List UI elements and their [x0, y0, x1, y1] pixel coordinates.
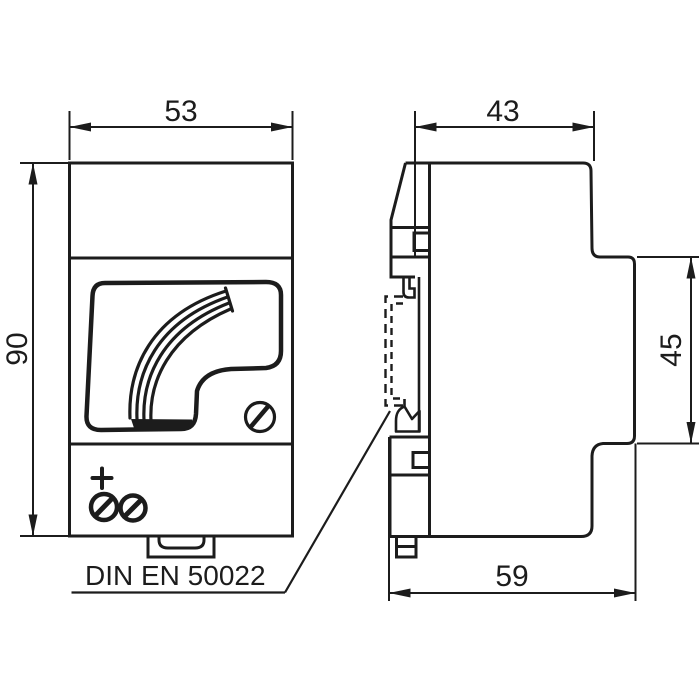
terminal-screw-left-slot — [93, 495, 115, 518]
front-view — [68, 161, 294, 559]
scale-arc-line-4 — [149, 307, 233, 423]
dim90-value: 90 — [1, 332, 34, 365]
front-foot-inner-tab — [157, 536, 206, 550]
rail-standard-label: DIN EN 50022 — [85, 560, 266, 591]
scale-arc-end-cap — [223, 286, 235, 313]
zero-adjust-screw-slot — [249, 404, 271, 429]
dimensions: 53 90 43 45 59 — [1, 95, 699, 601]
front-foot-outline — [146, 534, 216, 559]
zero-adjust-screw-icon — [243, 400, 277, 434]
dim45-value: 45 — [655, 333, 688, 366]
scale-arc-line-2 — [135, 295, 230, 421]
terminal-area — [88, 466, 148, 523]
din-rail-hidden-profile-outer — [384, 295, 403, 407]
din-rail-spring-clip — [394, 399, 421, 433]
lower-clip-notch — [411, 451, 431, 469]
scale-arc-line-1 — [128, 289, 228, 420]
side-view — [384, 161, 636, 559]
dimension-front-width: 53 — [68, 95, 294, 160]
rail-standard-leader-line — [284, 410, 391, 594]
meter-scale-arc — [128, 286, 235, 423]
dim59-value: 59 — [495, 560, 528, 593]
front-mounting-foot — [146, 534, 216, 559]
dimension-side-total-depth: 59 — [388, 443, 637, 601]
meter-pointer-bar — [131, 419, 192, 428]
dim43-value: 43 — [486, 95, 519, 128]
plus-polarity-icon — [90, 466, 114, 490]
side-body-outline — [388, 161, 636, 538]
din-rail-hidden-profile-inner — [390, 302, 403, 400]
terminal-screw-left-icon — [88, 491, 120, 523]
terminal-screw-right-head — [118, 493, 148, 523]
meter-window-outline — [84, 279, 284, 433]
dim53-value: 53 — [164, 95, 197, 128]
din-rail-top-hook — [402, 277, 416, 299]
dimension-side-depth: 43 — [414, 95, 595, 258]
zero-adjust-screw-head — [243, 400, 277, 434]
dimension-side-front-height: 45 — [637, 256, 699, 445]
upper-clip-notch — [412, 231, 431, 252]
scale-arc-line-3 — [142, 301, 231, 422]
side-top-wedge-edge — [389, 162, 415, 279]
terminal-screw-right-slot — [122, 497, 144, 519]
dimension-front-height: 90 — [1, 162, 68, 537]
terminal-screw-right-icon — [118, 493, 148, 523]
terminal-screw-left-head — [88, 491, 120, 523]
rail-standard-callout: DIN EN 50022 — [71, 410, 391, 594]
side-mounting-foot — [395, 535, 418, 559]
